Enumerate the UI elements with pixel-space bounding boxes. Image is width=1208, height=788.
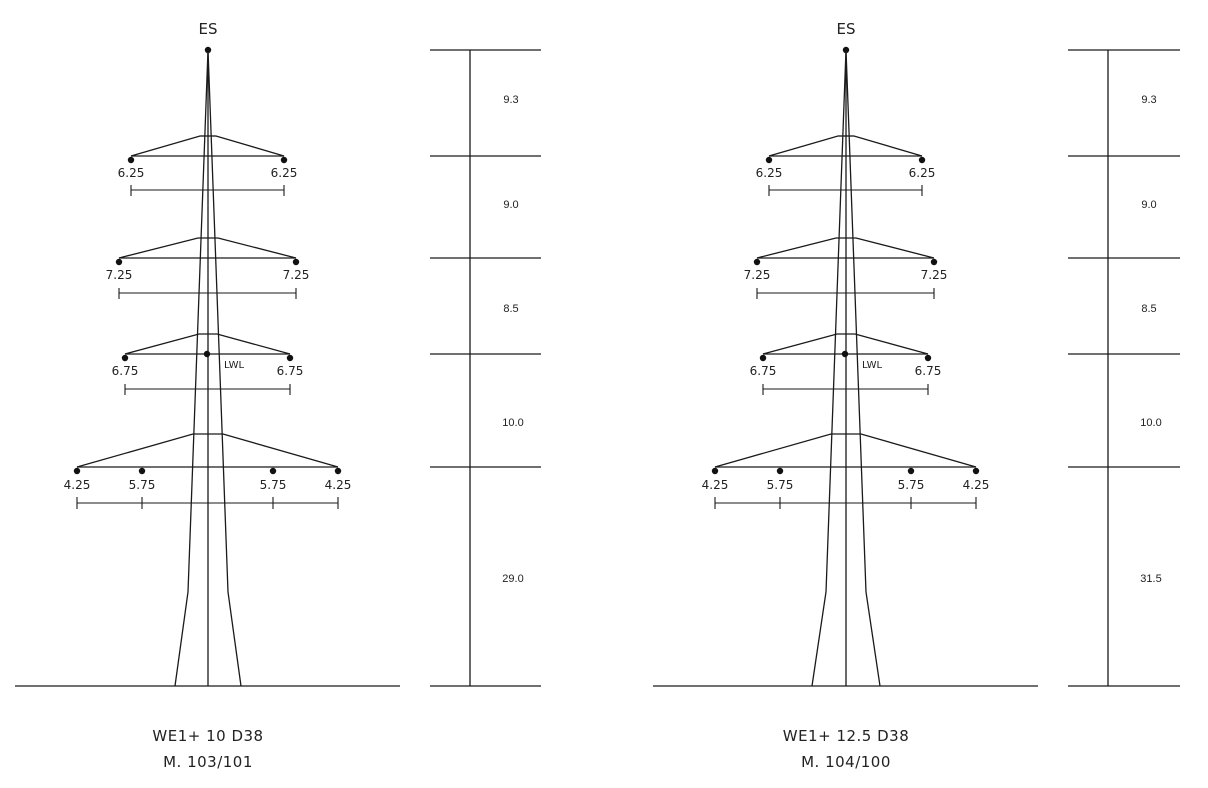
conductor-point — [334, 467, 342, 475]
crossarm-1: 6.25 6.25 — [118, 135, 298, 196]
arm-span-left: 6.75 — [750, 364, 777, 378]
tower-type-title: WE1+ 10 D38 — [152, 727, 263, 745]
conductor-point — [759, 354, 767, 362]
conductor-point — [286, 354, 294, 362]
conductor-point — [907, 467, 915, 475]
tower-mast-numbers: M. 103/101 — [163, 753, 253, 771]
conductor-point — [269, 467, 277, 475]
earth-wire-label: ES — [199, 20, 218, 38]
fibre-optic-label: LWL — [224, 360, 245, 371]
tower-2: ES 6.25 6.25 7.25 7.25 — [653, 20, 1180, 771]
conductor-point — [753, 258, 761, 266]
arm-span-outer-right: 4.25 — [963, 478, 990, 492]
height-segment-1: 9.3 — [1141, 94, 1156, 106]
conductor-point — [765, 156, 773, 164]
tower-1: ES 6.25 6.25 7.25 — [15, 20, 541, 771]
height-dimension-column: 9.3 9.0 8.5 10.0 31.5 — [1068, 49, 1180, 687]
arm-span-right: 6.25 — [271, 166, 298, 180]
fibre-optic-label: LWL — [862, 360, 883, 371]
fibre-optic-point — [841, 350, 849, 358]
arm-span-right: 7.25 — [283, 268, 310, 282]
crossarm-2: 7.25 7.25 — [106, 237, 310, 299]
crossarm-1: 6.25 6.25 — [756, 135, 936, 196]
arm-span-right: 6.75 — [915, 364, 942, 378]
arm-span-outer-left: 4.25 — [702, 478, 729, 492]
height-segment-4: 10.0 — [1140, 417, 1161, 429]
conductor-point — [711, 467, 719, 475]
conductor-point — [127, 156, 135, 164]
arm-span-left: 6.75 — [112, 364, 139, 378]
arm-span-right: 7.25 — [921, 268, 948, 282]
arm-span-inner-left: 5.75 — [129, 478, 156, 492]
height-segment-3: 8.5 — [1141, 303, 1156, 315]
crossarm-4: 4.25 5.75 5.75 4.25 — [64, 433, 352, 509]
conductor-point — [280, 156, 288, 164]
conductor-point — [115, 258, 123, 266]
arm-span-left: 6.25 — [118, 166, 145, 180]
tower-mast-numbers: M. 104/100 — [801, 753, 891, 771]
conductor-point — [930, 258, 938, 266]
height-segment-4: 10.0 — [502, 417, 523, 429]
fibre-optic-point — [203, 350, 211, 358]
earth-wire-label: ES — [837, 20, 856, 38]
conductor-point — [924, 354, 932, 362]
arm-span-right: 6.25 — [909, 166, 936, 180]
crossarm-4: 4.25 5.75 5.75 4.25 — [702, 433, 990, 509]
conductor-point — [918, 156, 926, 164]
arm-span-outer-left: 4.25 — [64, 478, 91, 492]
arm-span-left: 7.25 — [744, 268, 771, 282]
crossarm-3: LWL 6.75 6.75 — [112, 333, 304, 395]
height-segment-2: 9.0 — [1141, 199, 1156, 211]
conductor-point — [121, 354, 129, 362]
height-dimension-column: 9.3 9.0 8.5 10.0 29.0 — [430, 49, 541, 687]
conductor-point — [73, 467, 81, 475]
height-segment-3: 8.5 — [503, 303, 518, 315]
conductor-point — [776, 467, 784, 475]
arm-span-inner-right: 5.75 — [898, 478, 925, 492]
conductor-point — [138, 467, 146, 475]
arm-span-right: 6.75 — [277, 364, 304, 378]
arm-span-outer-right: 4.25 — [325, 478, 352, 492]
height-segment-5: 29.0 — [502, 573, 523, 585]
crossarm-2: 7.25 7.25 — [744, 237, 948, 299]
arm-span-inner-left: 5.75 — [767, 478, 794, 492]
arm-span-left: 6.25 — [756, 166, 783, 180]
height-segment-2: 9.0 — [503, 199, 518, 211]
tower-type-title: WE1+ 12.5 D38 — [783, 727, 910, 745]
arm-span-left: 7.25 — [106, 268, 133, 282]
height-segment-1: 9.3 — [503, 94, 518, 106]
arm-span-inner-right: 5.75 — [260, 478, 287, 492]
conductor-point — [292, 258, 300, 266]
crossarm-3: LWL 6.75 6.75 — [750, 333, 942, 395]
height-segment-5: 31.5 — [1140, 573, 1161, 585]
conductor-point — [972, 467, 980, 475]
